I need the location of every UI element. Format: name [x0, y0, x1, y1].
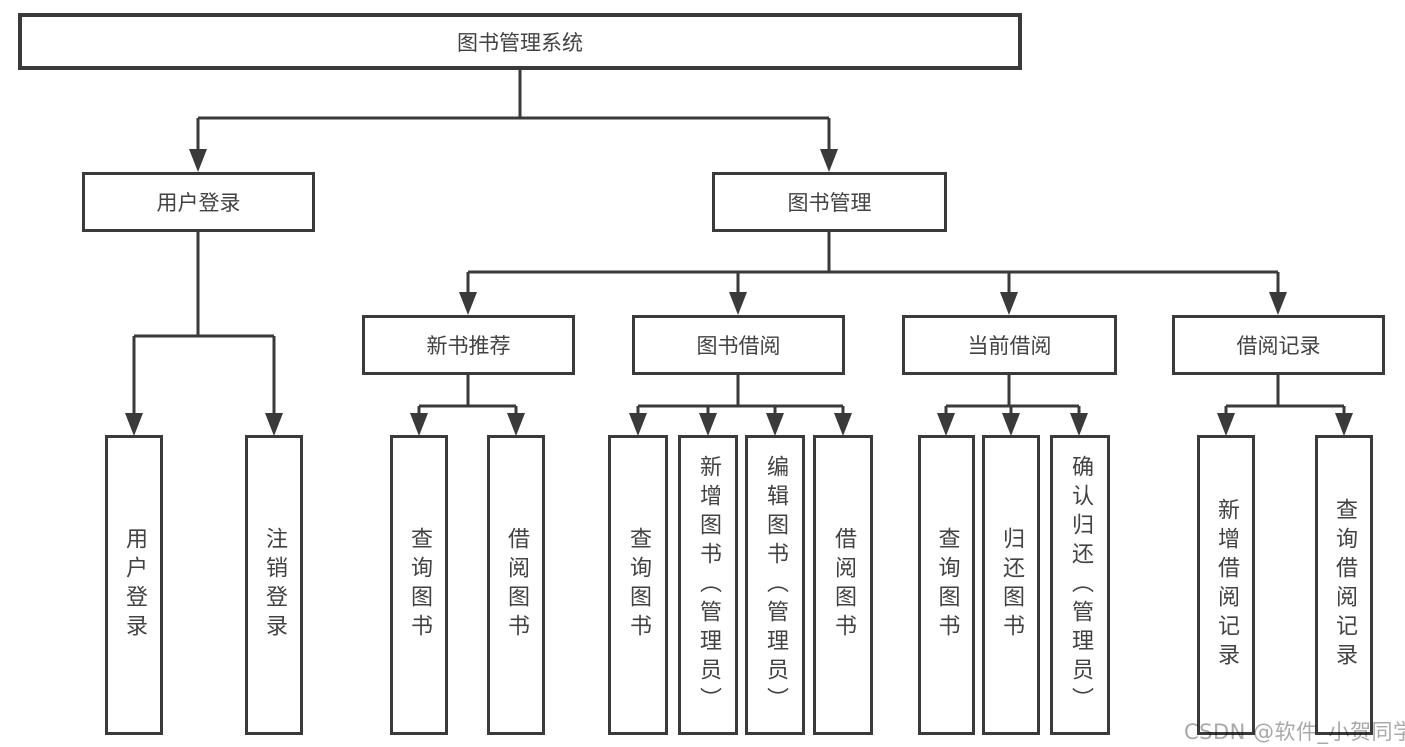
leaf-edit-book-admin-label: 编辑图书（管理员） [763, 454, 788, 716]
node-root: 图书管理系统 [18, 13, 1022, 70]
leaf-query-book-current: 查询图书 [918, 435, 975, 735]
leaf-user-login: 用户登录 [105, 435, 163, 735]
arrowhead-icons [125, 149, 1353, 436]
leaf-query-book-borrow-label: 查询图书 [626, 527, 651, 643]
leaf-add-borrow-record: 新增借阅记录 [1197, 435, 1255, 735]
node-book-management-label: 图书管理 [787, 191, 872, 215]
leaf-edit-book-admin: 编辑图书（管理员） [745, 435, 805, 735]
leaf-logout: 注销登录 [245, 435, 303, 735]
leaf-add-book-admin: 新增图书（管理员） [678, 435, 738, 735]
node-new-book-recommend: 新书推荐 [362, 315, 575, 375]
leaf-query-borrow-record: 查询借阅记录 [1315, 435, 1373, 735]
watermark: CSDN @软件_小贺同学 [1184, 720, 1405, 744]
leaf-borrow-book: 借阅图书 [813, 435, 873, 735]
node-borrow-records-label: 借阅记录 [1236, 334, 1321, 358]
leaf-query-book-recommend: 查询图书 [390, 435, 448, 735]
leaf-add-borrow-record-label: 新增借阅记录 [1214, 498, 1239, 672]
node-current-borrow-label: 当前借阅 [967, 334, 1052, 358]
node-root-label: 图书管理系统 [457, 30, 583, 55]
leaf-user-login-label: 用户登录 [122, 527, 147, 643]
node-current-borrow: 当前借阅 [902, 315, 1117, 375]
leaf-return-book: 归还图书 [982, 435, 1040, 735]
node-new-book-recommend-label: 新书推荐 [426, 334, 511, 358]
node-book-borrow-label: 图书借阅 [696, 334, 781, 358]
leaf-return-book-label: 归还图书 [999, 527, 1024, 643]
node-borrow-records: 借阅记录 [1172, 315, 1385, 375]
leaf-borrow-book-recommend-label: 借阅图书 [504, 527, 529, 643]
leaf-query-book-recommend-label: 查询图书 [407, 527, 432, 643]
node-user-login: 用户登录 [82, 172, 315, 232]
leaf-query-book-borrow: 查询图书 [608, 435, 668, 735]
leaf-query-book-current-label: 查询图书 [934, 527, 960, 643]
leaf-borrow-book-recommend: 借阅图书 [487, 435, 545, 735]
node-book-management: 图书管理 [712, 172, 947, 232]
leaf-query-borrow-record-label: 查询借阅记录 [1332, 498, 1357, 672]
leaf-logout-label: 注销登录 [262, 527, 287, 643]
leaf-confirm-return-admin: 确认归还（管理员） [1050, 435, 1110, 735]
leaf-borrow-book-label: 借阅图书 [831, 527, 856, 643]
node-user-login-label: 用户登录 [156, 191, 241, 215]
leaf-confirm-return-admin-label: 确认归还（管理员） [1068, 454, 1093, 716]
leaf-add-book-admin-label: 新增图书（管理员） [696, 454, 721, 716]
connector-tree-paths [132, 70, 1346, 418]
node-book-borrow: 图书借阅 [632, 315, 845, 375]
